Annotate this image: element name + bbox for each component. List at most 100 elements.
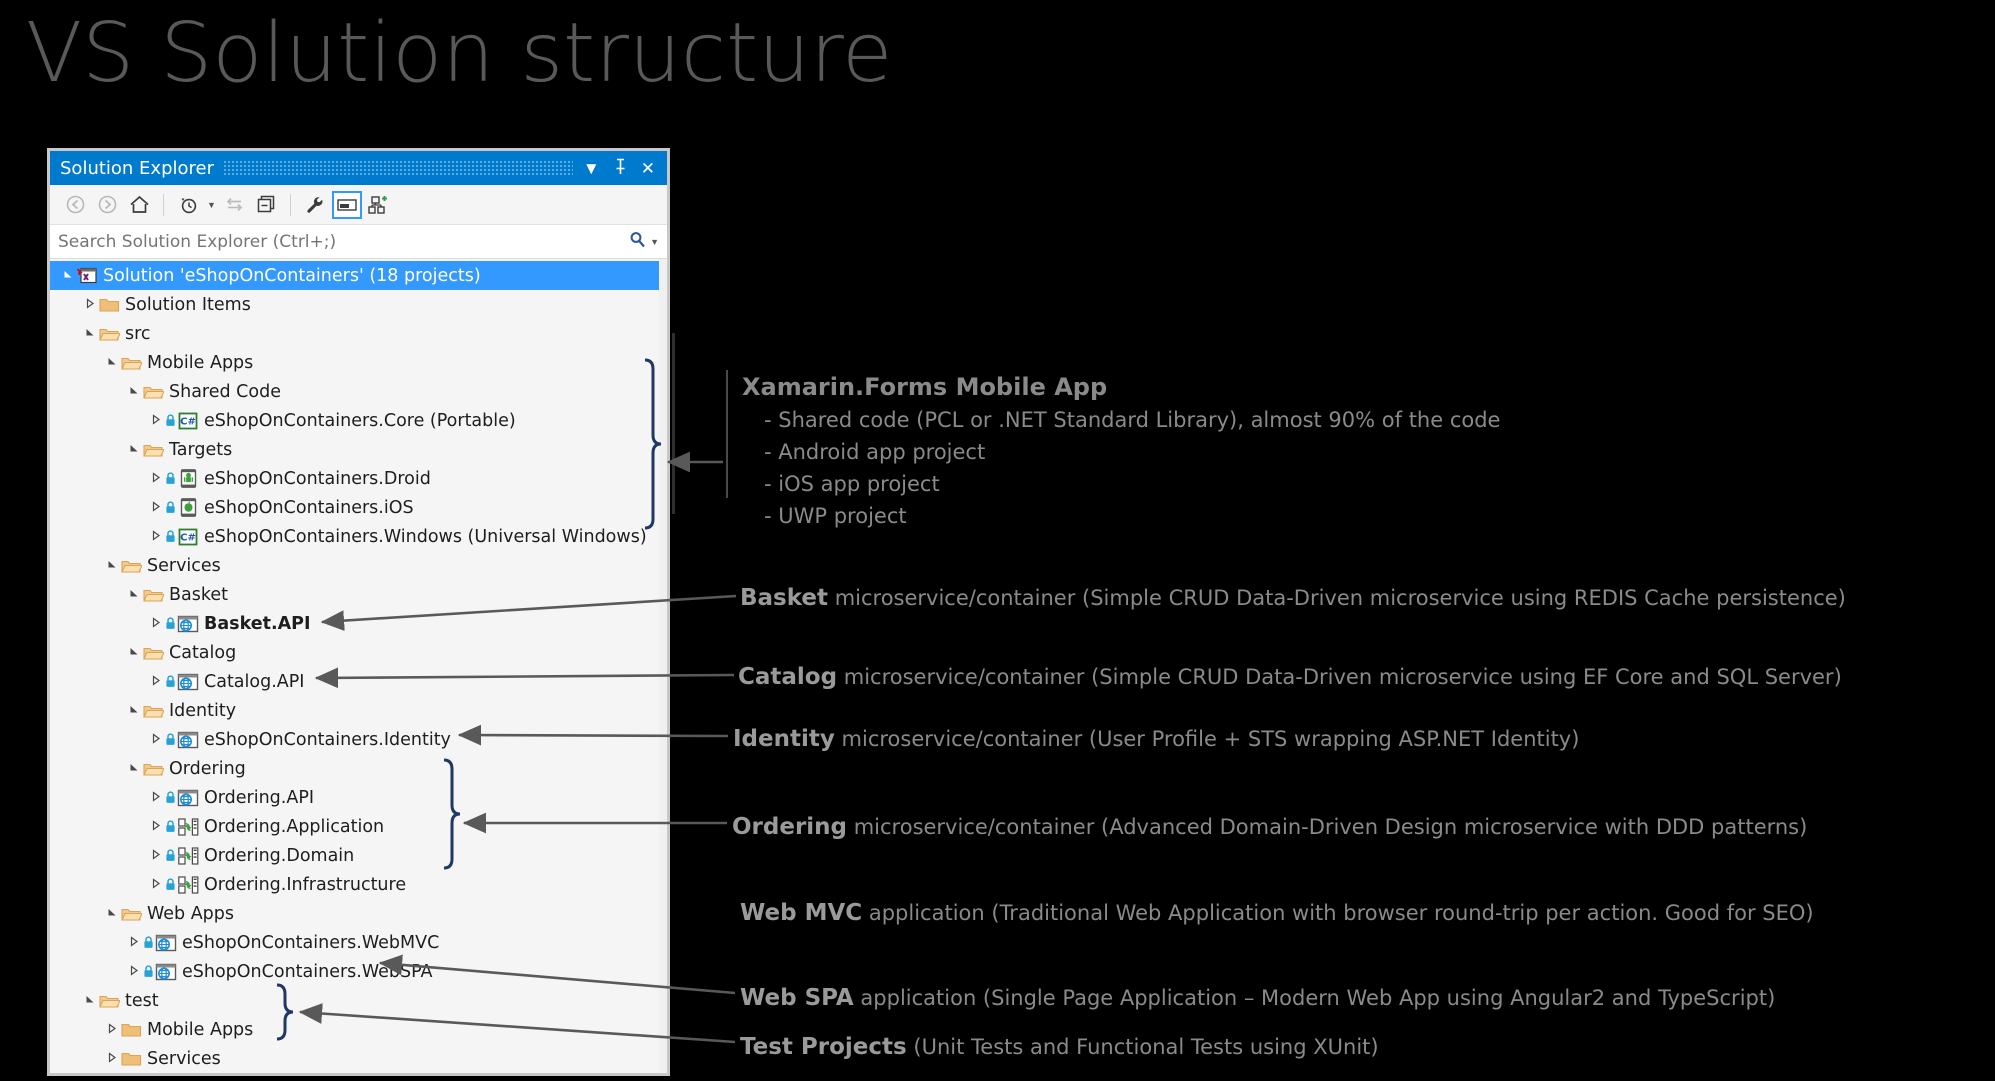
expander-collapsed-icon[interactable] [148, 674, 164, 689]
tree-row[interactable]: Services [50, 551, 667, 580]
expander-collapsed-icon[interactable] [148, 471, 164, 486]
tree-row[interactable]: Mobile Apps [50, 1015, 667, 1044]
tree-row-label: Identity [169, 700, 237, 721]
tree-row[interactable]: Ordering.Infrastructure [50, 870, 667, 899]
tree-row[interactable]: eShopOnContainers.iOS [50, 493, 667, 522]
close-icon[interactable]: ✕ [640, 158, 655, 178]
annotation-xamarin: Xamarin.Forms Mobile App - Shared code (… [742, 373, 1500, 528]
tree-row[interactable]: Basket [50, 580, 667, 609]
search-icon[interactable] [629, 231, 646, 253]
folder-open-icon [142, 759, 164, 778]
tree-row[interactable]: Solution Items [50, 290, 667, 319]
tree-row[interactable]: C#eShopOnContainers.Windows (Universal W… [50, 522, 667, 551]
expander-expanded-icon[interactable] [60, 269, 76, 283]
chevron-down-icon[interactable]: ▼ [207, 199, 216, 210]
expander-collapsed-icon[interactable] [82, 297, 98, 312]
expander-expanded-icon[interactable] [104, 907, 120, 921]
preview-pane-icon[interactable] [332, 190, 362, 219]
svg-text:C#: C# [180, 416, 196, 427]
search-bar[interactable]: ▼ [50, 225, 667, 259]
ios-project-icon [177, 498, 199, 517]
expander-collapsed-icon[interactable] [126, 964, 142, 979]
tree-row[interactable]: Shared Code [50, 377, 667, 406]
tree-row[interactable]: Identity [50, 696, 667, 725]
expander-expanded-icon[interactable] [126, 704, 142, 718]
annotation-basket-title: Basket [740, 585, 829, 611]
lock-icon [142, 965, 154, 978]
back-arrow-icon[interactable] [60, 190, 90, 220]
expander-collapsed-icon[interactable] [148, 819, 164, 834]
tree-row[interactable]: test [50, 986, 667, 1015]
expander-collapsed-icon[interactable] [148, 790, 164, 805]
expander-collapsed-icon[interactable] [148, 616, 164, 631]
tree-row[interactable]: eShopOnContainers.Droid [50, 464, 667, 493]
tree-row-selected[interactable]: Solution 'eShopOnContainers' (18 project… [50, 261, 667, 290]
web-project-icon [177, 672, 199, 691]
tree-row[interactable]: Ordering.API [50, 783, 667, 812]
expander-expanded-icon[interactable] [126, 385, 142, 399]
tree-row-label: eShopOnContainers.WebMVC [182, 932, 440, 953]
expander-expanded-icon[interactable] [126, 762, 142, 776]
lock-icon [164, 501, 176, 514]
expander-collapsed-icon[interactable] [148, 732, 164, 747]
folder-open-icon [142, 440, 164, 459]
web-project-icon [177, 730, 199, 749]
tree-row[interactable]: eShopOnContainers.WebMVC [50, 928, 667, 957]
expander-expanded-icon[interactable] [82, 994, 98, 1008]
tree-row[interactable]: Catalog.API [50, 667, 667, 696]
dropdown-icon[interactable]: ▼ [582, 158, 600, 178]
home-icon[interactable] [124, 190, 154, 220]
tree-row[interactable]: Catalog [50, 638, 667, 667]
tree-row-label: Solution 'eShopOnContainers' (18 project… [103, 265, 481, 286]
expander-collapsed-icon[interactable] [148, 529, 164, 544]
search-input[interactable] [58, 231, 630, 252]
tree-row[interactable]: eShopOnContainers.WebSPA [50, 957, 667, 986]
expander-expanded-icon[interactable] [126, 588, 142, 602]
sync-arrows-icon[interactable] [219, 190, 249, 220]
tree-vertical-scrollbar[interactable] [659, 259, 667, 1073]
annotation-tests: Test Projects (Unit Tests and Functional… [740, 1034, 1379, 1060]
titlebar-drag-handle[interactable] [224, 161, 573, 175]
tree-row[interactable]: src [50, 319, 667, 348]
expander-collapsed-icon[interactable] [148, 413, 164, 428]
expander-collapsed-icon[interactable] [104, 1022, 120, 1037]
expander-expanded-icon[interactable] [82, 327, 98, 341]
annotation-xamarin-bullet: - iOS app project [764, 472, 940, 496]
collapse-all-icon[interactable] [251, 190, 281, 220]
tree-row[interactable]: Web Apps [50, 899, 667, 928]
annotation-xamarin-bullet: - Shared code (PCL or .NET Standard Libr… [764, 408, 1501, 432]
annotation-tests-text: (Unit Tests and Functional Tests using X… [906, 1035, 1379, 1059]
csharp-project-icon: C# [177, 411, 199, 430]
expander-collapsed-icon[interactable] [148, 877, 164, 892]
search-options-chevron-icon[interactable]: ▼ [650, 236, 659, 247]
tree-row[interactable]: Mobile Apps [50, 348, 667, 377]
annotation-catalog-title: Catalog [738, 664, 838, 690]
show-all-files-icon[interactable] [364, 190, 394, 220]
expander-collapsed-icon[interactable] [148, 848, 164, 863]
clock-history-icon[interactable] [173, 190, 203, 220]
forward-arrow-icon[interactable] [92, 190, 122, 220]
solution-tree[interactable]: Solution 'eShopOnContainers' (18 project… [50, 259, 667, 1071]
pin-icon[interactable] [614, 158, 627, 179]
tree-row[interactable]: Services [50, 1044, 667, 1071]
tree-row[interactable]: Ordering.Application [50, 812, 667, 841]
expander-expanded-icon[interactable] [104, 559, 120, 573]
tree-row[interactable]: Ordering [50, 754, 667, 783]
tree-row[interactable]: Ordering.Domain [50, 841, 667, 870]
toolbar-separator [163, 193, 164, 216]
annotation-divider-inner [726, 370, 728, 498]
web-project-icon [177, 614, 199, 633]
expander-expanded-icon[interactable] [126, 443, 142, 457]
expander-collapsed-icon[interactable] [148, 500, 164, 515]
expander-expanded-icon[interactable] [104, 356, 120, 370]
tree-row[interactable]: C#eShopOnContainers.Core (Portable) [50, 406, 667, 435]
tree-row[interactable]: Basket.API [50, 609, 667, 638]
tree-row[interactable]: eShopOnContainers.Identity [50, 725, 667, 754]
tree-row-label: Web Apps [147, 903, 235, 924]
expander-collapsed-icon[interactable] [126, 935, 142, 950]
wrench-icon[interactable] [300, 190, 330, 220]
solution-explorer-titlebar: Solution Explorer ▼ ✕ [50, 151, 667, 185]
expander-expanded-icon[interactable] [126, 646, 142, 660]
expander-collapsed-icon[interactable] [104, 1051, 120, 1066]
tree-row[interactable]: Targets [50, 435, 667, 464]
